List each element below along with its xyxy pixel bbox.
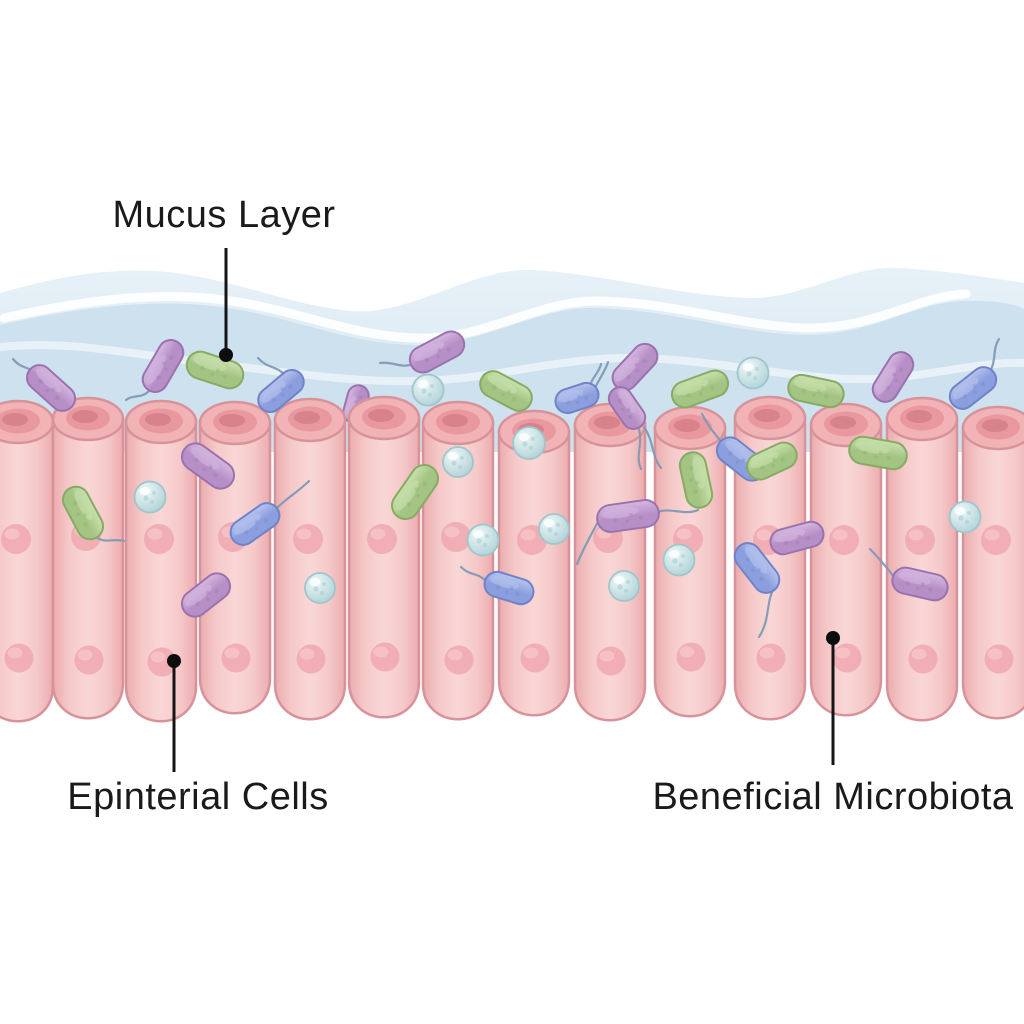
cell-nucleus: [832, 643, 862, 673]
bacterium-rod-green: [848, 435, 908, 471]
cell-nucleus: [829, 525, 859, 555]
label-beneficial-microbiota: Beneficial Microbiota: [652, 776, 1014, 818]
epithelial-cell: [885, 396, 959, 722]
microbe-sphere: [662, 543, 696, 577]
bacterium-rod-green: [61, 485, 105, 541]
flagellum: [575, 518, 601, 566]
cell-nucleus: [293, 524, 323, 554]
cell-nucleus: [4, 643, 34, 673]
epithelial-cell: [961, 405, 1024, 720]
bacterium-rod-green: [670, 369, 730, 409]
cell-nucleus: [441, 522, 471, 552]
bacterium-rod-blue: [229, 502, 281, 546]
bacterium-rod-green: [787, 373, 845, 409]
bacterium-rod-purple: [180, 442, 236, 490]
flagellum: [757, 588, 775, 639]
cell-nucleus: [596, 646, 626, 676]
epithelial-cell: [421, 400, 495, 721]
bacterium-rod-purple: [141, 339, 185, 393]
flagellum: [275, 479, 311, 510]
pointer-dot-beneficial-microbiota: [826, 631, 840, 645]
cell-nucleus: [676, 642, 706, 672]
cell-nucleus: [370, 642, 400, 672]
flagellum: [637, 427, 643, 471]
flagellum: [656, 508, 700, 514]
cell-nucleus: [1, 524, 31, 554]
label-mucus-layer: Mucus Layer: [112, 194, 336, 236]
microbe-sphere: [538, 513, 570, 545]
pointer-dot-epithelial-cells: [167, 654, 181, 668]
epithelial-cell: [573, 402, 647, 722]
epithelial-cell-row: [0, 395, 1024, 723]
microbe-sphere: [948, 500, 982, 534]
cell-nucleus: [905, 525, 935, 555]
microbes: [25, 330, 998, 618]
bacterium-rod-green: [678, 451, 714, 509]
microbe-sphere: [736, 356, 770, 390]
epithelial-cell: [809, 402, 883, 717]
bacterium-rod-purple: [180, 572, 232, 618]
microbe-sphere: [466, 523, 500, 557]
pointers: [167, 248, 840, 772]
cell-nucleus: [756, 643, 786, 673]
epithelial-cell: [51, 396, 125, 720]
cell-nucleus: [144, 524, 174, 554]
epithelial-cell: [347, 395, 421, 719]
bacterium-rod-blue: [257, 369, 305, 413]
cell-nucleus: [444, 645, 474, 675]
flagellum: [700, 412, 724, 445]
label-epithelial-cells: Epinterial Cells: [67, 776, 329, 818]
pointer-dot-mucus-layer: [219, 348, 233, 362]
cell-nucleus: [520, 643, 550, 673]
microbe-sphere: [304, 572, 336, 604]
bacterium-rod-blue: [733, 542, 781, 594]
flagellum: [459, 565, 488, 583]
cell-nucleus: [221, 643, 251, 673]
bacterium-rod-purple: [607, 386, 647, 430]
microbe-sphere: [512, 426, 546, 460]
bacterium-rod-purple: [596, 499, 660, 533]
mucus-highlight-streak: [0, 289, 971, 343]
flagellum: [124, 389, 151, 402]
bacterium-rod-purple: [891, 566, 949, 602]
bacterium-rod-green: [479, 370, 533, 412]
flagellum: [642, 425, 663, 470]
cell-nucleus: [908, 644, 938, 674]
flagellum: [94, 535, 126, 543]
cell-nucleus: [984, 644, 1014, 674]
bacterium-rod-green: [746, 441, 798, 481]
bacterium-rod-blue: [483, 570, 535, 606]
bacterium-rod-purple: [769, 520, 825, 556]
epithelial-cell: [0, 399, 55, 723]
cell-nucleus: [296, 644, 326, 674]
bacterium-rod-blue: [948, 366, 998, 410]
microbe-sphere: [411, 373, 445, 407]
epithelial-cell: [198, 400, 272, 715]
microbe-sphere: [133, 480, 167, 514]
epithelial-cell: [273, 397, 347, 721]
bacterium-rod-purple: [871, 351, 915, 403]
microbe-sphere: [442, 446, 474, 478]
bacterium-rod-green: [391, 463, 439, 521]
cell-nucleus: [367, 524, 397, 554]
bacterium-rod-purple: [25, 364, 77, 412]
cell-nucleus: [981, 525, 1011, 555]
bacterium-rod-purple: [408, 330, 466, 374]
cell-nucleus: [74, 645, 104, 675]
bacterium-rod-blue: [554, 381, 600, 415]
microbe-sphere: [608, 570, 640, 602]
